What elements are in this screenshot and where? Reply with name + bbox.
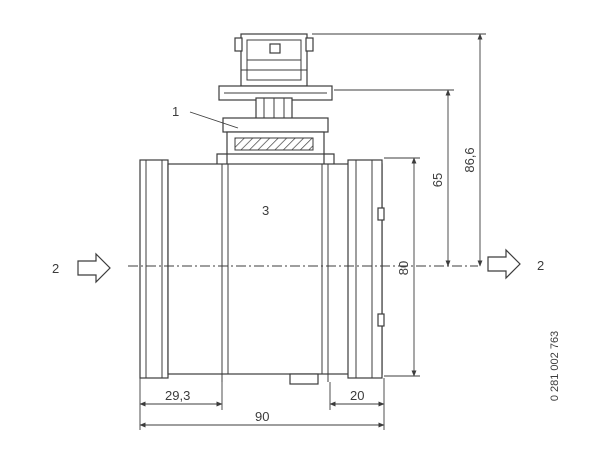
dimension-29-3: 29,3 [165, 388, 190, 403]
part-number: 0 281 002 763 [549, 331, 561, 401]
dimension-80: 80 [396, 261, 411, 275]
dimension-90: 90 [255, 409, 269, 424]
hatched-sensor-element [234, 137, 314, 151]
callout-1: 1 [172, 104, 179, 119]
electrical-connector [234, 33, 314, 87]
dimension-86-6: 86,6 [462, 147, 477, 172]
flow-arrow-in-icon [77, 252, 111, 284]
dimension-65: 65 [430, 173, 445, 187]
sensor-housing [216, 85, 335, 167]
callout-2-left: 2 [52, 261, 59, 276]
sensor-tube [139, 159, 385, 385]
flow-arrow-out-icon [487, 248, 521, 280]
callout-3: 3 [262, 203, 269, 218]
dimension-20: 20 [350, 388, 364, 403]
callout-2-right: 2 [537, 258, 544, 273]
dimension-lines [139, 33, 486, 430]
